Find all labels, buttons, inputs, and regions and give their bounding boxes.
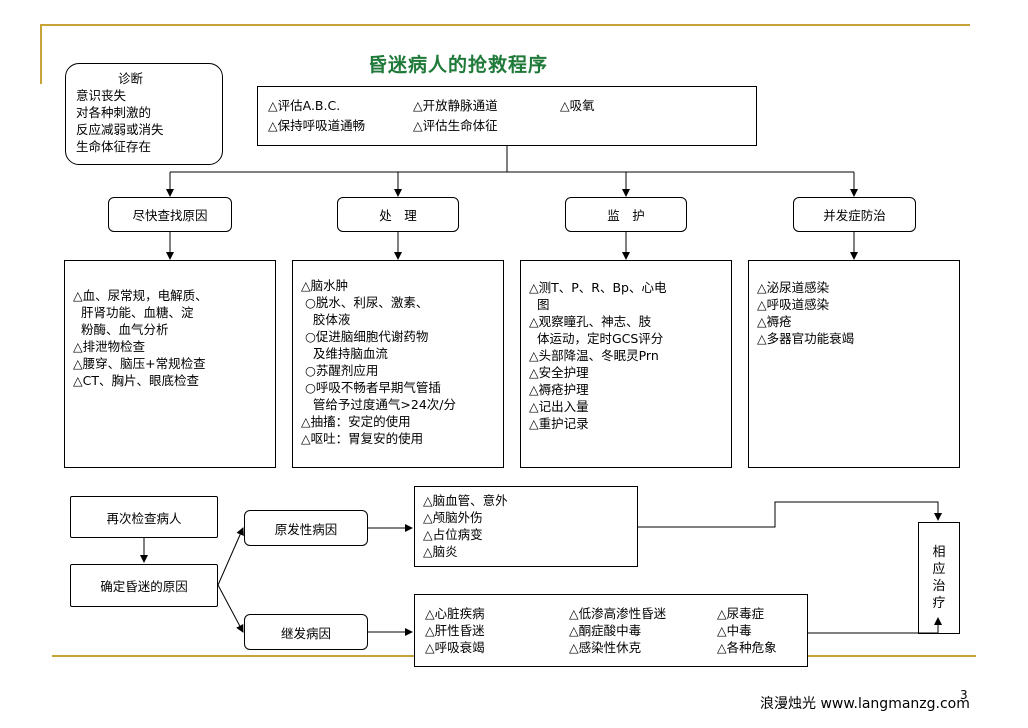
- complications-detail-box: △泌尿道感染 △呼吸道感染 △褥疮 △多器官功能衰竭: [748, 260, 960, 468]
- treatment-char: 应: [932, 562, 946, 577]
- secondary-item: △感染性休克: [569, 640, 642, 655]
- page-number: 3: [960, 688, 968, 702]
- detail-line: 图: [529, 297, 550, 312]
- monitoring-detail-box: △测T、P、R、Bp、心电 图 △观察瞳孔、神志、肢 体运动，定时GCS评分 △…: [520, 260, 732, 468]
- diagnosis-line: 意识丧失: [76, 88, 127, 103]
- category-complications: 并发症防治: [793, 197, 916, 232]
- step-item: △开放静脉通道: [413, 98, 498, 113]
- detail-line: ○苏醒剂应用: [301, 363, 379, 378]
- detail-line: △记出入量: [529, 399, 589, 414]
- page-title: 昏迷病人的抢救程序: [368, 54, 549, 76]
- detail-line: 体运动，定时GCS评分: [529, 331, 664, 346]
- step-item: △评估生命体征: [413, 118, 498, 133]
- treatment-char: 治: [932, 579, 946, 594]
- secondary-list-box: △心脏疾病 △低渗高渗性昏迷 △尿毒症 △肝性昏迷 △酮症酸中毒 △中毒 △呼吸…: [414, 594, 808, 667]
- left-rule: [40, 24, 42, 84]
- detail-line: △褥疮护理: [529, 382, 589, 397]
- treatment-detail-box: △脑水肿 ○脱水、利尿、激素、 胶体液 ○促进脑细胞代谢药物 及维持脑血流 ○苏…: [292, 260, 504, 468]
- determine-cause-box: 确定昏迷的原因: [70, 564, 218, 607]
- secondary-item: △低渗高渗性昏迷: [569, 606, 667, 621]
- detail-line: △多器官功能衰竭: [757, 331, 855, 346]
- detail-line: △腰穿、脑压+常规检查: [73, 356, 206, 371]
- diagnosis-line: 生命体征存在: [76, 139, 152, 154]
- detail-line: 肝肾功能、血糖、淀: [73, 305, 194, 320]
- secondary-item: △中毒: [717, 623, 752, 638]
- secondary-item: △心脏疾病: [425, 606, 485, 621]
- detail-line: △呼吸道感染: [757, 297, 830, 312]
- detail-line: △头部降温、冬眠灵Prn: [529, 348, 659, 363]
- diagnosis-line: 对各种刺激的: [76, 105, 152, 120]
- detail-line: △血、尿常规，电解质、: [73, 288, 208, 303]
- recheck-patient-box: 再次检查病人: [70, 496, 218, 538]
- detail-line: 及维持脑血流: [301, 346, 388, 361]
- primary-item: △脑炎: [423, 544, 458, 559]
- top-rule: [40, 24, 970, 26]
- detail-line: △观察瞳孔、神志、肢: [529, 314, 652, 329]
- detail-line: △CT、胸片、眼底检查: [73, 373, 199, 388]
- footer-credit: 浪漫烛光 www.langmanzg.com: [760, 696, 970, 712]
- primary-item: △颅脑外伤: [423, 510, 483, 525]
- causes-detail-box: △血、尿常规，电解质、 肝肾功能、血糖、淀 粉酶、血气分析 △排泄物检查 △腰穿…: [64, 260, 276, 468]
- diagnosis-box: 诊断 意识丧失 对各种刺激的 反应减弱或消失 生命体征存在: [65, 63, 223, 165]
- detail-line: 胶体液: [301, 312, 351, 327]
- category-treatment: 处 理: [337, 197, 459, 232]
- detail-line: △泌尿道感染: [757, 280, 830, 295]
- detail-line: △安全护理: [529, 365, 589, 380]
- detail-line: △脑水肿: [301, 278, 349, 293]
- secondary-item: △尿毒症: [717, 606, 765, 621]
- primary-cause-box: 原发性病因: [244, 510, 368, 546]
- detail-line: ○呼吸不畅者早期气管插: [301, 380, 441, 395]
- detail-line: △排泄物检查: [73, 339, 146, 354]
- secondary-item: △酮症酸中毒: [569, 623, 642, 638]
- initial-steps-box: △评估A.B.C. △开放静脉通道 △吸氧 △保持呼吸道通畅 △评估生命体征: [257, 86, 757, 146]
- corresponding-treatment-box: 相 应 治 疗: [918, 522, 960, 634]
- diagnosis-heading: 诊断: [118, 71, 144, 86]
- treatment-char: 相: [932, 545, 946, 560]
- secondary-cause-box: 继发病因: [244, 614, 368, 650]
- category-monitoring: 监 护: [565, 197, 687, 232]
- diagnosis-line: 反应减弱或消失: [76, 122, 164, 137]
- detail-line: ○促进脑细胞代谢药物: [301, 329, 429, 344]
- primary-item: △脑血管、意外: [423, 493, 508, 508]
- detail-line: 粉酶、血气分析: [73, 322, 169, 337]
- secondary-item: △各种危象: [717, 640, 777, 655]
- detail-line: △测T、P、R、Bp、心电: [529, 280, 667, 295]
- secondary-item: △肝性昏迷: [425, 623, 485, 638]
- detail-line: 管给予过度通气>24次/分: [301, 397, 457, 412]
- category-find-cause: 尽快查找原因: [108, 197, 232, 232]
- detail-line: △抽搐：安定的使用: [301, 414, 411, 429]
- detail-line: △呕吐：胃复安的使用: [301, 431, 424, 446]
- treatment-char: 疗: [932, 596, 946, 611]
- primary-item: △占位病变: [423, 527, 483, 542]
- step-item: △吸氧: [560, 98, 595, 113]
- detail-line: ○脱水、利尿、激素、: [301, 295, 429, 310]
- detail-line: △重护记录: [529, 416, 589, 431]
- step-item: △评估A.B.C.: [268, 98, 341, 113]
- detail-line: △褥疮: [757, 314, 792, 329]
- primary-list-box: △脑血管、意外 △颅脑外伤 △占位病变 △脑炎: [414, 486, 638, 567]
- step-item: △保持呼吸道通畅: [268, 118, 366, 133]
- secondary-item: △呼吸衰竭: [425, 640, 485, 655]
